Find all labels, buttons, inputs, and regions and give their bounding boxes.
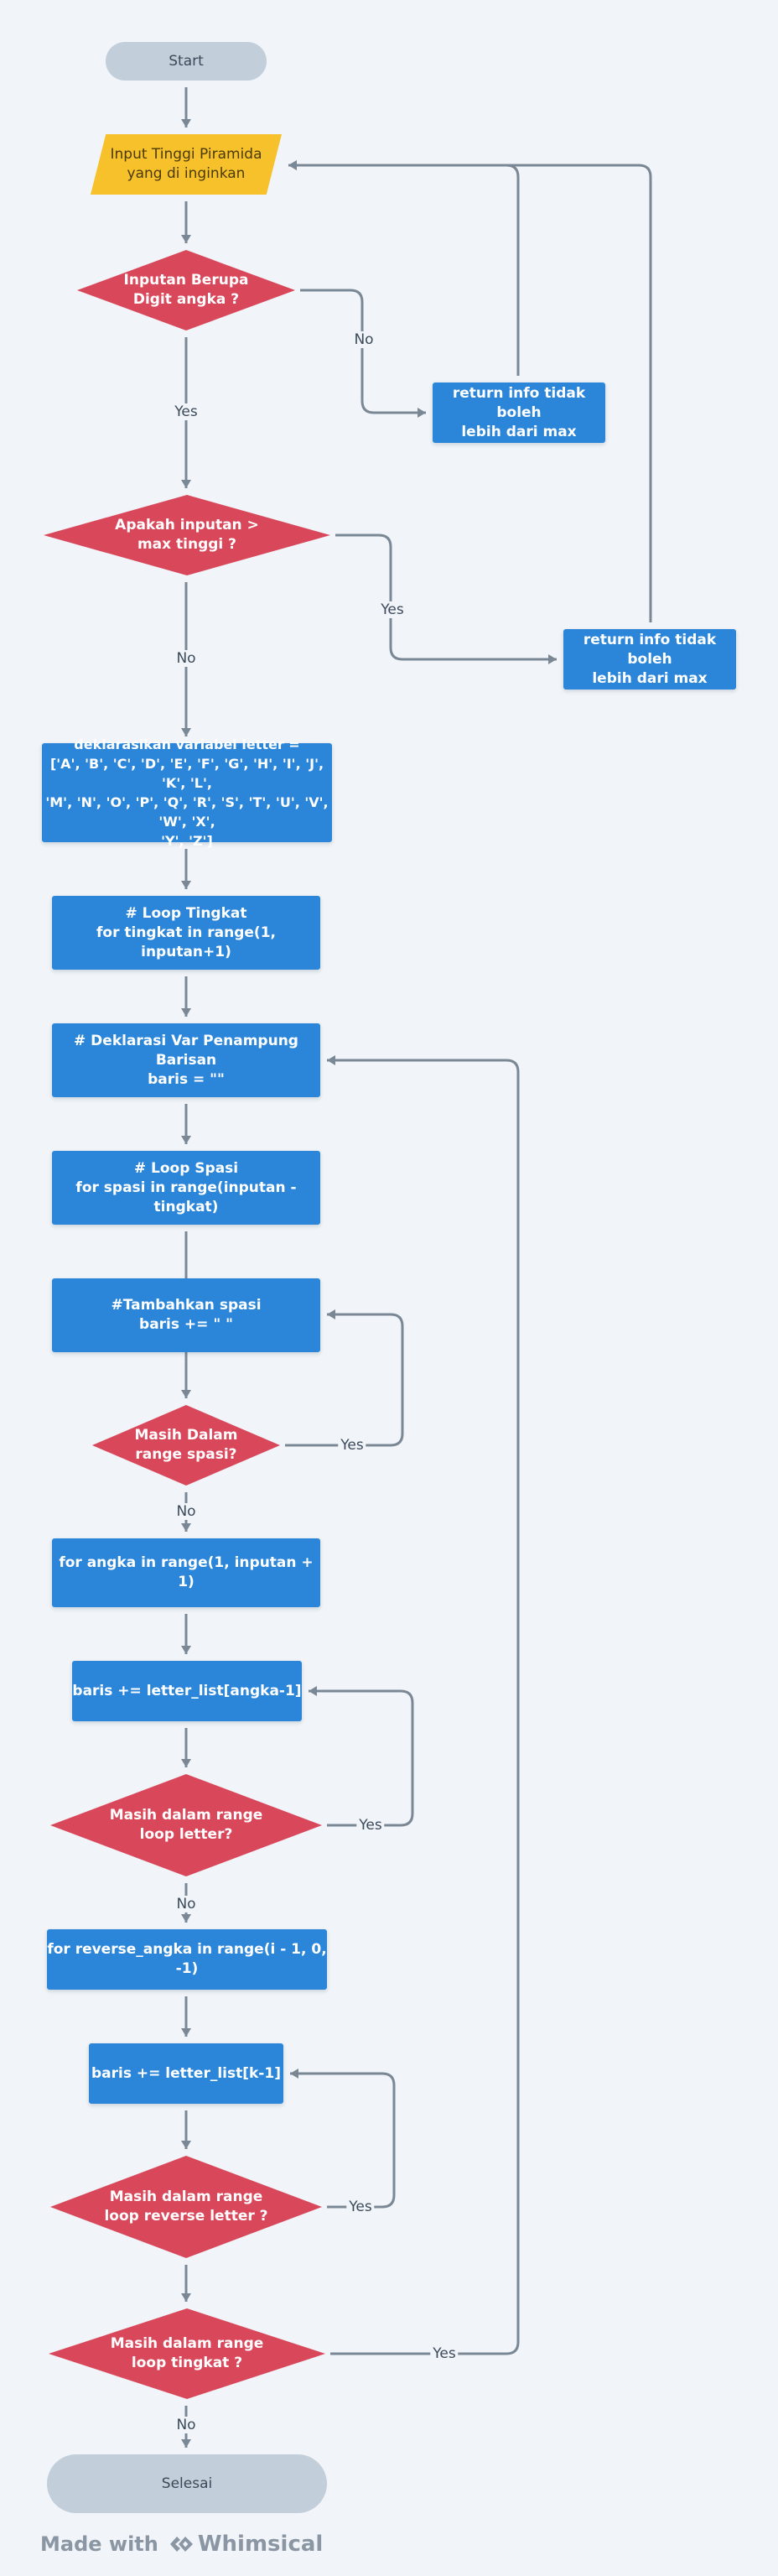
arrowhead-icon bbox=[181, 1008, 191, 1017]
add-reverse-node[interactable]: baris += letter_list[k-1] bbox=[89, 2043, 283, 2104]
edge-label-yes: Yes bbox=[346, 2199, 375, 2215]
arrowhead-icon bbox=[327, 1055, 335, 1065]
arrowhead-icon bbox=[327, 1309, 335, 1319]
node-label: Masih dalam range loop tingkat ? bbox=[110, 2335, 264, 2371]
node-label: Masih dalam range loop reverse letter ? bbox=[104, 2188, 268, 2225]
whimsical-logo-icon bbox=[169, 2537, 193, 2552]
edge-label-yes: Yes bbox=[430, 2345, 459, 2362]
node-label: for reverse_angka in range(i - 1, 0, -1) bbox=[47, 1941, 327, 1977]
add-space-node[interactable]: #Tambahkan spasi baris += " " bbox=[52, 1278, 320, 1352]
node-label: return info tidak boleh lebih dari max bbox=[452, 384, 586, 440]
node-label: Start bbox=[169, 52, 204, 70]
decision-spasi-node[interactable]: Masih Dalam range spasi? bbox=[92, 1405, 280, 1486]
add-letter-node[interactable]: baris += letter_list[angka-1] bbox=[72, 1661, 302, 1721]
edge-label-no: No bbox=[174, 1503, 199, 1520]
node-label: Masih dalam range loop letter? bbox=[109, 1807, 263, 1843]
node-label: # Loop Spasi for spasi in range(inputan … bbox=[75, 1159, 297, 1215]
node-label: Masih Dalam range spasi? bbox=[134, 1427, 238, 1463]
node-label: Inputan Berupa Digit angka ? bbox=[123, 272, 249, 308]
arrowhead-icon bbox=[181, 1523, 191, 1532]
arrowhead-icon bbox=[181, 2028, 191, 2037]
loop-spasi-node[interactable]: # Loop Spasi for spasi in range(inputan … bbox=[52, 1151, 320, 1225]
arrowhead-icon bbox=[288, 160, 297, 170]
input-node[interactable]: Input Tinggi Piramida yang di inginkan bbox=[91, 134, 282, 195]
arrowhead-icon bbox=[181, 480, 191, 488]
edge-label-no: No bbox=[174, 1896, 199, 1912]
made-with-footer[interactable]: Made with Whimsical bbox=[40, 2532, 323, 2557]
arrowhead-icon bbox=[181, 119, 191, 127]
loop-reverse-node[interactable]: for reverse_angka in range(i - 1, 0, -1) bbox=[47, 1929, 327, 1990]
edge-label-yes: Yes bbox=[356, 1817, 385, 1834]
arrowhead-icon bbox=[181, 2141, 191, 2149]
start-node[interactable]: Start bbox=[106, 42, 267, 81]
arrowhead-icon bbox=[181, 1759, 191, 1767]
connector-dec-digit-to-ret1[interactable] bbox=[300, 289, 426, 414]
made-with-text: Made with bbox=[40, 2532, 158, 2556]
arrowhead-icon bbox=[181, 235, 191, 243]
arrowhead-icon bbox=[181, 2439, 191, 2448]
arrowhead-icon bbox=[290, 2069, 298, 2079]
node-label: deklarasikan variabel letter = ['A', 'B'… bbox=[45, 736, 329, 849]
arrowhead-icon bbox=[418, 408, 426, 418]
declare-letter-node[interactable]: deklarasikan variabel letter = ['A', 'B'… bbox=[42, 736, 332, 849]
end-node[interactable]: Selesai bbox=[47, 2454, 327, 2513]
arrowhead-icon bbox=[309, 1686, 317, 1696]
node-label: # Loop Tingkat for tingkat in range(1, i… bbox=[96, 904, 276, 960]
declare-baris-node[interactable]: # Deklarasi Var Penampung Barisan baris … bbox=[52, 1023, 320, 1097]
node-label: # Deklarasi Var Penampung Barisan baris … bbox=[74, 1032, 298, 1088]
node-label: baris += letter_list[k-1] bbox=[91, 2064, 281, 2082]
arrowhead-icon bbox=[181, 1914, 191, 1923]
connector-dec-max-to-ret2[interactable] bbox=[335, 533, 557, 661]
connector-dec-tingkat-to-declare-baris[interactable] bbox=[327, 1059, 520, 2355]
node-label: Apakah inputan > max tinggi ? bbox=[115, 517, 259, 553]
node-label: Input Tinggi Piramida yang di inginkan bbox=[110, 146, 262, 182]
whimsical-brand-text: Whimsical bbox=[197, 2532, 324, 2557]
arrowhead-icon bbox=[181, 1136, 191, 1144]
node-label: for angka in range(1, inputan + 1) bbox=[59, 1554, 314, 1590]
node-label: baris += letter_list[angka-1] bbox=[72, 1682, 302, 1699]
edge-label-no: No bbox=[351, 331, 376, 348]
loop-angka-node[interactable]: for angka in range(1, inputan + 1) bbox=[52, 1538, 320, 1607]
arrowhead-icon bbox=[181, 881, 191, 889]
edge-label-no: No bbox=[174, 2417, 199, 2433]
decision-letter-node[interactable]: Masih dalam range loop letter? bbox=[50, 1774, 322, 1876]
arrowhead-icon bbox=[181, 1646, 191, 1654]
edge-label-no: No bbox=[174, 650, 199, 667]
arrowhead-icon bbox=[181, 728, 191, 736]
edge-label-yes: Yes bbox=[378, 601, 407, 618]
decision-tingkat-node[interactable]: Masih dalam range loop tingkat ? bbox=[49, 2308, 325, 2399]
connector-dec-letter-to-add-letter[interactable] bbox=[309, 1689, 414, 1827]
loop-tingkat-node[interactable]: # Loop Tingkat for tingkat in range(1, i… bbox=[52, 896, 320, 970]
decision-max-node[interactable]: Apakah inputan > max tinggi ? bbox=[44, 495, 330, 575]
arrowhead-icon bbox=[181, 2293, 191, 2302]
node-label: Selesai bbox=[161, 2475, 213, 2492]
node-label: #Tambahkan spasi baris += " " bbox=[111, 1297, 262, 1333]
connector-ret2-to-input[interactable] bbox=[288, 164, 652, 622]
edge-label-yes: Yes bbox=[338, 1437, 366, 1454]
return-info-node-2[interactable]: return info tidak boleh lebih dari max bbox=[563, 629, 736, 690]
connector-dec-reverse-to-add-reverse[interactable] bbox=[290, 2072, 396, 2209]
connector-ret1-to-input[interactable] bbox=[288, 164, 520, 376]
return-info-node-1[interactable]: return info tidak boleh lebih dari max bbox=[433, 382, 605, 443]
connector-dec-spasi-to-add-space[interactable] bbox=[285, 1313, 404, 1447]
decision-digit-node[interactable]: Inputan Berupa Digit angka ? bbox=[77, 250, 295, 330]
node-label: return info tidak boleh lebih dari max bbox=[583, 631, 717, 687]
decision-reverse-node[interactable]: Masih dalam range loop reverse letter ? bbox=[50, 2156, 322, 2258]
edge-label-yes: Yes bbox=[172, 403, 200, 420]
arrowhead-icon bbox=[181, 1390, 191, 1398]
arrowhead-icon bbox=[548, 654, 557, 664]
